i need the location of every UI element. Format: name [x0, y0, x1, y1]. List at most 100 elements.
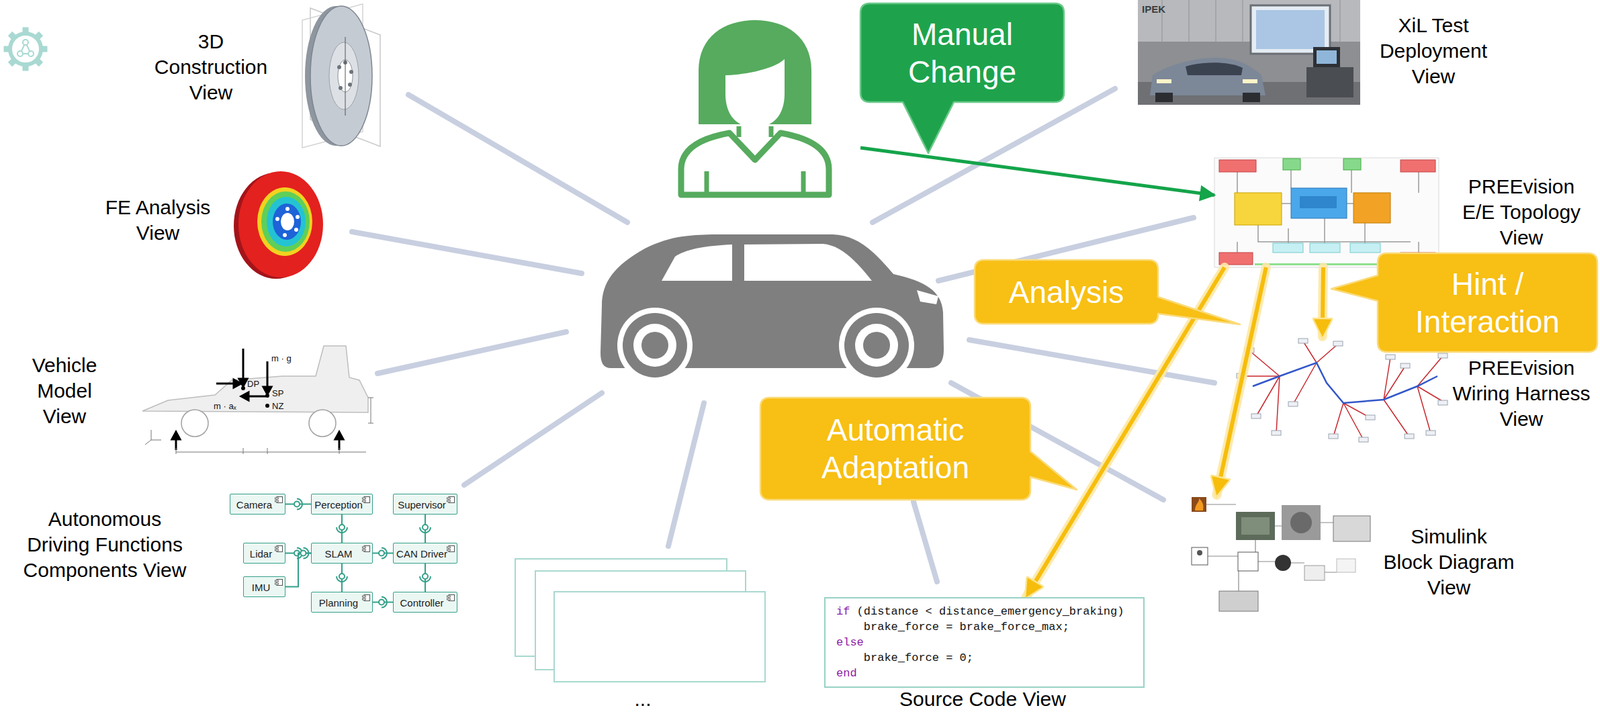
wiring-harness-picture	[1251, 413, 1261, 419]
component-icon	[362, 545, 371, 553]
component-icon	[447, 497, 451, 500]
ee-topology-picture	[1282, 158, 1301, 170]
connector	[419, 514, 431, 543]
connector	[1216, 267, 1266, 496]
code-line: brake_force = brake_force_max;	[836, 619, 1070, 635]
text-line: View	[136, 221, 180, 244]
code-part: (distance < distance_emergency_braking)	[849, 605, 1124, 618]
vehicle-model-drawing	[308, 409, 336, 437]
wiring-harness-picture	[1271, 430, 1281, 436]
connector-glow	[1322, 267, 1324, 337]
component-name: Lidar	[249, 548, 273, 561]
figure-label: NZ	[272, 401, 284, 412]
component-icon	[446, 545, 455, 553]
wiring-harness-picture	[1385, 354, 1396, 360]
component-icon	[362, 549, 367, 551]
text-line: Block Diagram	[1383, 550, 1515, 573]
wiring-harness-picture	[1252, 362, 1438, 404]
vehicle-model-drawing	[175, 452, 367, 453]
wiring-harness-picture	[1333, 403, 1371, 440]
connector	[1322, 267, 1324, 337]
view-frame: XiL Test Deployment View	[1137, 0, 1361, 105]
engineer-icon	[681, 20, 829, 195]
callout-bubble: Manual Change	[860, 3, 1064, 154]
connector	[372, 548, 393, 559]
interface-line	[285, 553, 311, 588]
view-frame: FE Analysis View	[234, 171, 326, 279]
text-line: Deployment	[1379, 39, 1488, 62]
fe-analysis-disc	[257, 187, 313, 256]
callout-text: Analysis	[1008, 273, 1124, 311]
logo-gear	[17, 51, 23, 57]
brake-disc-3d	[302, 4, 381, 148]
code-line: else	[836, 634, 864, 651]
component-icon	[275, 580, 279, 582]
vehicle-model-drawing	[241, 386, 246, 391]
component-name: IMU	[251, 581, 271, 594]
text-line: View	[1499, 407, 1543, 430]
component-icon	[275, 583, 279, 585]
figure-label: DP	[247, 378, 260, 389]
xil-test-bench-photo	[1242, 92, 1261, 103]
component-name: CAN Driver	[396, 548, 448, 561]
brake-disc-3d	[337, 65, 342, 70]
vehicle-model-drawing	[233, 379, 242, 388]
wiring-harness-picture	[1426, 430, 1436, 436]
view-label: Source Code View	[899, 689, 1066, 710]
component-icon	[447, 595, 451, 598]
callout-bubble: Analysis	[974, 259, 1159, 324]
wiring-harness-picture	[1293, 341, 1339, 405]
xil-test-bench-photo	[1156, 79, 1172, 84]
vehicle-model-drawing	[242, 348, 245, 381]
wiring-harness-picture	[1404, 433, 1414, 439]
vehicle-model-drawing	[265, 403, 270, 408]
car-silhouette	[622, 313, 688, 378]
code-box: if (distance < distance_emergency_brakin…	[824, 597, 1145, 688]
fe-analysis-disc	[295, 214, 300, 219]
view-spokes	[913, 501, 938, 582]
fe-analysis-disc	[238, 171, 324, 278]
component-box: Lidar	[243, 542, 286, 564]
view-spokes	[351, 231, 582, 274]
component-icon	[447, 500, 451, 502]
callout-outline	[860, 3, 1064, 154]
brake-disc-3d	[329, 42, 359, 110]
text-line: FE Analysis	[105, 196, 211, 219]
xil-test-bench-photo	[1242, 79, 1258, 84]
simulink-picture	[1191, 497, 1207, 512]
text-line: Hint /	[1451, 266, 1524, 302]
car-silhouette	[617, 307, 693, 383]
connector	[336, 563, 348, 592]
interface-ball	[422, 524, 428, 530]
text-line: View	[1499, 226, 1543, 249]
view-label: XiL Test Deployment View	[1379, 12, 1488, 90]
wiring-harness-picture	[1236, 338, 1448, 442]
figure-label: m · g	[271, 353, 292, 364]
interface-ball	[339, 573, 345, 580]
xil-test-bench-photo	[1306, 67, 1354, 98]
fe-analysis-disc	[282, 233, 287, 238]
component-name: SLAM	[325, 548, 353, 561]
connector	[372, 597, 393, 608]
text-line: Automatic	[826, 412, 965, 448]
text-line: View	[1427, 576, 1471, 599]
logo-gear	[28, 51, 34, 57]
ee-topology-picture	[1214, 157, 1439, 268]
wiring-harness-picture	[1333, 341, 1343, 346]
text-line: 3D	[198, 30, 224, 53]
connector	[285, 548, 311, 588]
code-keyword: else	[836, 636, 864, 649]
logo-gear	[10, 33, 41, 65]
component-icon	[447, 549, 451, 551]
text-line: View	[1411, 65, 1455, 88]
ee-topology-picture	[1291, 188, 1347, 219]
view-frame: ...	[515, 558, 766, 682]
brake-disc-3d	[347, 82, 352, 87]
ee-topology-picture	[1219, 159, 1257, 172]
component-icon	[362, 496, 371, 504]
callout-outline	[760, 397, 1077, 500]
car-silhouette	[641, 331, 669, 359]
wiring-harness-picture	[1298, 338, 1308, 344]
xil-test-bench-photo	[1250, 5, 1330, 54]
